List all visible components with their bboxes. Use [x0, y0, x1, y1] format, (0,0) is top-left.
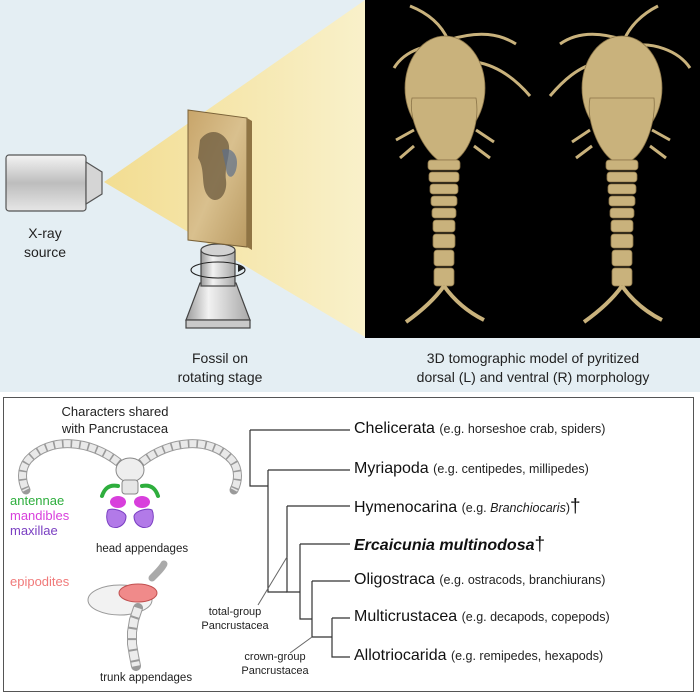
trunk-illustration	[87, 560, 168, 671]
legend-maxillae: maxillae	[10, 523, 58, 538]
specimen-dorsal	[392, 4, 532, 324]
head-appendages-label: head appendages	[96, 543, 189, 555]
trunk-appendages-label: trunk appendages	[100, 672, 193, 684]
taxon-myriapoda: Myriapoda (e.g. centipedes, millipedes)	[354, 460, 589, 477]
taxon-allotriocarida: Allotriocarida (e.g. remipedes, hexapods…	[354, 647, 604, 664]
taxon-hymenocarina: Hymenocarina (e.g. Branchiocaris)†	[354, 496, 581, 517]
taxon-multicrustacea: Multicrustacea (e.g. decapods, copepods)	[354, 608, 610, 625]
epipodites-label: epipodites	[10, 574, 70, 589]
head-illustration	[18, 439, 242, 529]
taxon-chelicerata: Chelicerata (e.g. horseshoe crab, spider…	[354, 420, 606, 437]
taxon-ercaicunia: Ercaicunia multinodosa†	[354, 534, 546, 555]
taxon-oligostraca: Oligostraca (e.g. ostracods, branchiuran…	[354, 571, 606, 588]
specimen-ventral	[548, 4, 692, 324]
xray-source-icon	[5, 154, 103, 212]
appendage-illustrations	[18, 439, 242, 671]
fossil-slab	[187, 109, 252, 250]
rotating-stage-icon	[185, 243, 251, 329]
legend-antennae: antennae	[10, 493, 65, 508]
phylogeny-tree	[249, 429, 350, 658]
legend-mandibles: mandibles	[10, 508, 70, 523]
xray-setup-illustration	[5, 0, 700, 338]
